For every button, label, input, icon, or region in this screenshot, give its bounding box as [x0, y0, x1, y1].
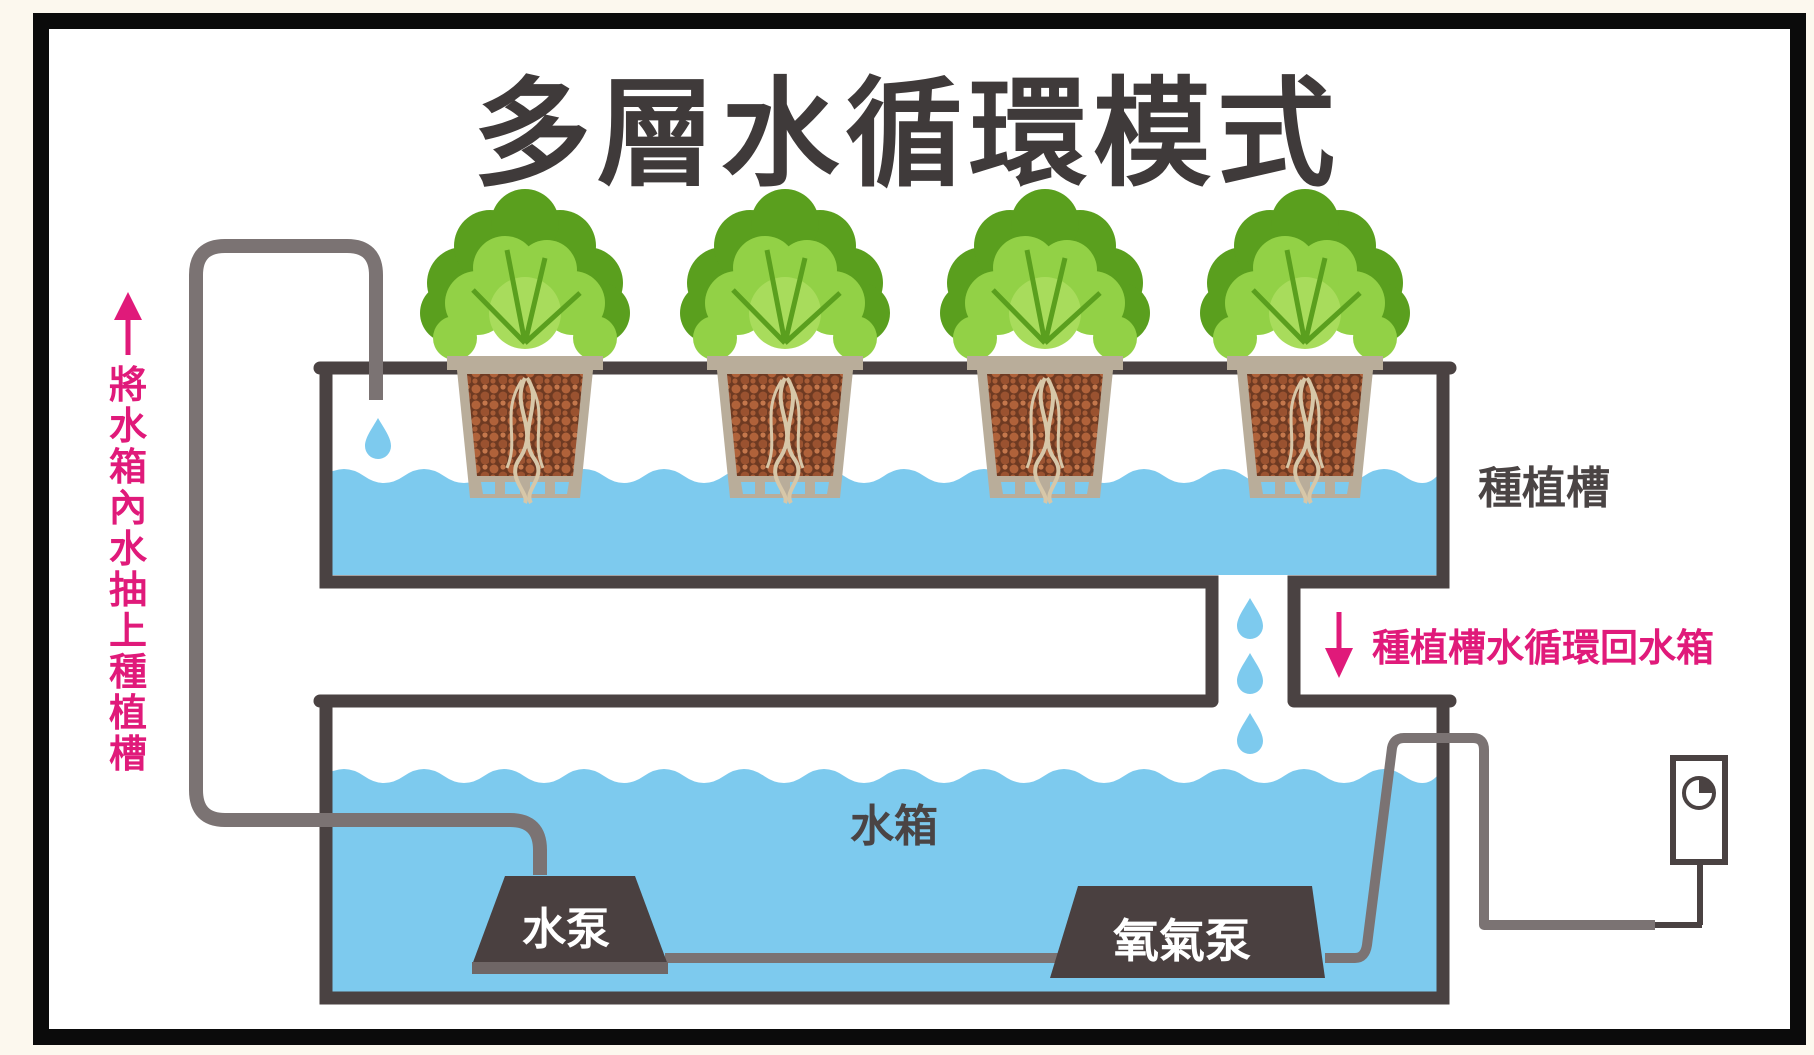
power-socket-icon	[1670, 755, 1728, 865]
diagram-title: 多層水循環模式	[472, 65, 1341, 203]
air-pump	[1050, 886, 1325, 978]
water-pump	[472, 876, 668, 965]
air-hose	[1325, 733, 1655, 963]
arrow-down-icon	[1325, 612, 1353, 678]
pump-up-label: 將水箱內水抽上種植槽	[108, 363, 147, 776]
water-pump-label: 水泵	[522, 904, 610, 955]
reservoir-tank	[313, 694, 1457, 1005]
arrow-up-icon	[114, 292, 142, 355]
planting-tank-water	[324, 469, 1437, 575]
uplift-pipe	[189, 239, 547, 875]
reservoir-label: 水箱	[850, 801, 938, 852]
return-flow-label: 種植槽水循環回水箱	[1372, 626, 1715, 670]
planting-tank-label: 種植槽	[1478, 463, 1610, 514]
air-pump-label: 氧氣泵	[1113, 914, 1251, 968]
